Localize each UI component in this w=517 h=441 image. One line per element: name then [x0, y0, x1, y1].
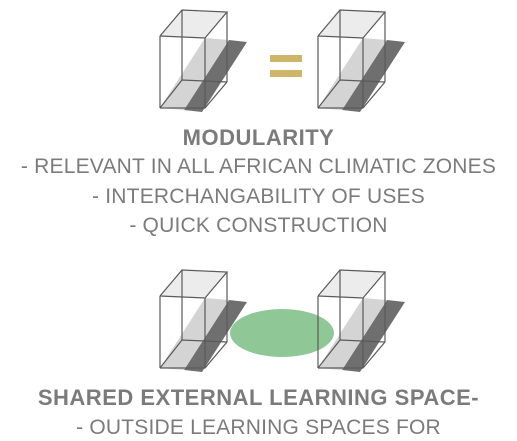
shared-space-diagram — [159, 269, 405, 372]
modularity-point-climatic-zones: - RELEVANT IN ALL AFRICAN CLIMATIC ZONES — [20, 155, 497, 178]
module-face — [318, 298, 387, 370]
module-shadow — [184, 40, 247, 112]
modularity-diagram — [159, 9, 405, 112]
module-face — [318, 38, 387, 110]
module-outline — [159, 9, 229, 109]
module-face — [160, 38, 229, 110]
module-outline — [159, 269, 229, 369]
module-shadow — [184, 300, 247, 372]
equals-icon — [270, 55, 302, 77]
module-box-right — [317, 9, 405, 112]
module-outline — [317, 9, 387, 109]
module-outline — [317, 269, 387, 369]
module-box-right — [317, 269, 405, 372]
module-shadow — [342, 300, 405, 372]
module-face — [160, 298, 229, 370]
modularity-heading: MODULARITY — [182, 125, 335, 150]
modularity-point-interchangability: - INTERCHANGABILITY OF USES — [92, 185, 425, 208]
shared-space-heading: SHARED EXTERNAL LEARNING SPACE- — [37, 385, 480, 410]
module-box-left — [159, 269, 247, 372]
shared-learning-space-ellipse — [230, 309, 334, 357]
module-box-left — [159, 9, 247, 112]
module-shadow — [342, 40, 405, 112]
shared-space-point-outside-learning: - OUTSIDE LEARNING SPACES FOR — [76, 416, 441, 439]
modularity-point-quick-construction: - QUICK CONSTRUCTION — [129, 214, 388, 237]
